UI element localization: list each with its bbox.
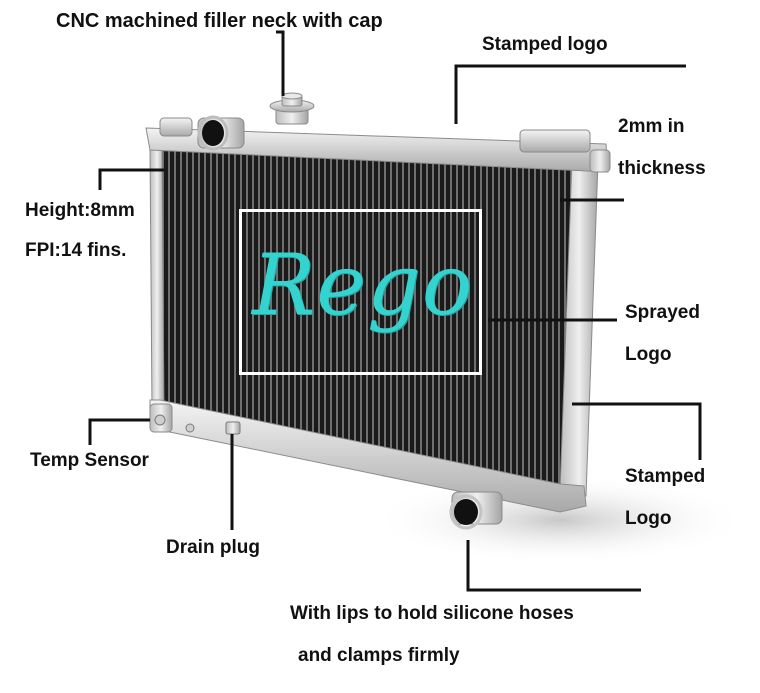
- upper-inlet-pipe: [197, 115, 245, 151]
- leader-temp-sensor: [88, 418, 150, 445]
- callout-height: Height:8mm: [25, 200, 135, 221]
- callout-sprayed-line1: Sprayed: [625, 302, 700, 323]
- callout-thickness-line1: 2mm in: [618, 116, 685, 137]
- leader-stamped-bottom: [572, 402, 702, 460]
- callout-stamped-logo-top: Stamped logo: [482, 34, 608, 55]
- radiator-core: [160, 150, 572, 492]
- filler-neck-cap: [269, 92, 315, 125]
- callout-sprayed-line2: Logo: [625, 344, 672, 365]
- leader-stamped-top: [454, 64, 686, 124]
- leader-outlet-lips: [466, 540, 641, 592]
- callout-fpi: FPI:14 fins.: [25, 240, 127, 261]
- callout-temp-sensor: Temp Sensor: [30, 450, 149, 471]
- callout-stamped-bottom-line1: Stamped: [625, 466, 706, 487]
- callout-drain-plug: Drain plug: [166, 537, 260, 558]
- callout-filler-neck: CNC machined filler neck with cap: [56, 10, 383, 32]
- callout-stamped-bottom-line2: Logo: [625, 508, 672, 529]
- leader-filler-neck: [276, 30, 285, 96]
- callout-lips-line2: and clamps firmly: [298, 645, 460, 666]
- lower-outlet-pipe: [449, 491, 503, 530]
- side-bar-left: [149, 147, 165, 413]
- callout-lips-line1: With lips to hold silicone hoses: [290, 603, 574, 624]
- logo-frame: [239, 209, 482, 375]
- drain-plug-fitting: [225, 421, 241, 435]
- brand-logo: Rego: [252, 236, 474, 334]
- leader-height: [98, 168, 164, 190]
- leader-lines: [88, 30, 702, 592]
- callout-thickness-line2: thickness: [618, 158, 706, 179]
